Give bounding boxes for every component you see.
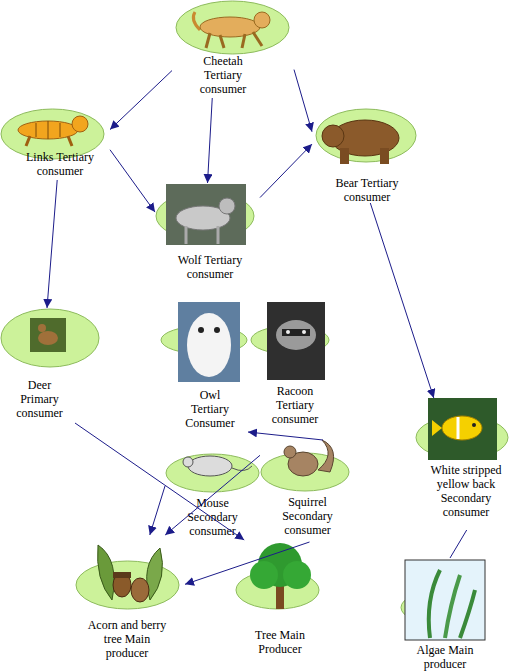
- node-label: Squirrel Secondary consumer: [275, 495, 340, 537]
- food-web-node: Wolf Tertiary consumer: [155, 183, 260, 280]
- node-ellipse: [0, 308, 100, 368]
- food-chain-arrow: [75, 423, 244, 540]
- node-label: Cheetah Tertiary consumer: [192, 54, 254, 96]
- ellipse-outline: [161, 326, 247, 354]
- node-label: Acorn and berry tree Main producer: [83, 618, 171, 660]
- food-web-node: Bear Tertiary consumer: [312, 108, 422, 203]
- node-ellipse: [235, 570, 320, 610]
- algae-picture: [405, 560, 485, 640]
- node-ellipse: [315, 108, 417, 163]
- food-chain-arrow: [110, 150, 155, 212]
- node-ellipse: [175, 0, 290, 55]
- node-ellipse: [160, 325, 248, 355]
- node-label: Tree Main Producer: [235, 628, 325, 656]
- squirrel-picture: [284, 440, 334, 476]
- node-label: White stripped yellow back Secondary con…: [420, 463, 509, 519]
- food-web-node: Tree Main Producer: [235, 540, 327, 665]
- ellipse-outline: [261, 453, 349, 491]
- food-web-node: Mouse Secondary consumer: [165, 448, 260, 543]
- ellipse-outline: [176, 1, 289, 54]
- food-chain-arrow: [185, 542, 310, 584]
- lynx-picture: [18, 116, 88, 146]
- food-web-node: Cheetah Tertiary consumer: [172, 0, 294, 98]
- node-ellipse: [415, 415, 509, 460]
- food-web-node: White stripped yellow back Secondary con…: [415, 398, 509, 530]
- ellipse-outline: [156, 192, 254, 240]
- node-ellipse: [75, 560, 180, 610]
- node-label: Links Tertiary consumer: [10, 150, 110, 178]
- food-web-node: Squirrel Secondary consumer: [260, 440, 350, 542]
- bear-picture: [322, 120, 399, 164]
- node-label: Algae Main producer: [400, 643, 490, 671]
- ellipse-outline: [1, 309, 99, 367]
- acorn-picture: [98, 545, 163, 602]
- food-web-node: Acorn and berry tree Main producer: [75, 535, 185, 672]
- tree-picture: [250, 543, 311, 609]
- food-chain-arrow: [47, 180, 57, 308]
- node-ellipse: [165, 453, 260, 493]
- food-web-node: Owl Tertiary Consumer: [160, 300, 248, 432]
- fish-picture: [428, 398, 497, 460]
- food-chain-arrow: [370, 203, 434, 398]
- ellipse-outline: [401, 591, 479, 624]
- ellipse-outline: [251, 326, 329, 354]
- food-web-node: Racoon Tertiary consumer: [250, 300, 332, 432]
- food-chain-arrow: [165, 455, 260, 535]
- food-chain-arrow: [260, 144, 312, 197]
- node-label: Wolf Tertiary consumer: [160, 253, 260, 281]
- food-chain-arrow: [150, 486, 165, 535]
- node-label: Bear Tertiary consumer: [317, 176, 417, 204]
- food-web-node: Algae Main producer: [400, 558, 500, 672]
- mouse-picture: [183, 456, 252, 476]
- food-web-node: Links Tertiary consumer: [0, 108, 110, 180]
- ellipse-outline: [76, 561, 179, 609]
- food-chain-arrow: [450, 530, 467, 558]
- wolf-picture: [166, 184, 246, 245]
- food-chain-arrow: [208, 98, 213, 183]
- food-chain-arrow: [248, 432, 323, 440]
- deer-picture: [30, 318, 66, 352]
- node-label: Deer Primary consumer: [12, 378, 67, 420]
- node-label: Racoon Tertiary consumer: [265, 384, 325, 426]
- food-chain-arrow: [294, 70, 312, 132]
- ellipse-outline: [316, 109, 416, 162]
- node-ellipse: [155, 191, 255, 241]
- food-chain-arrow: [110, 71, 172, 130]
- node-ellipse: [260, 452, 350, 492]
- node-ellipse: [400, 590, 480, 625]
- ellipse-outline: [416, 416, 508, 459]
- node-label: Mouse Secondary consumer: [180, 496, 245, 538]
- node-label: Owl Tertiary Consumer: [180, 388, 240, 430]
- food-web-node: Deer Primary consumer: [0, 308, 100, 423]
- owl-picture: [178, 302, 240, 382]
- node-ellipse: [250, 325, 330, 355]
- ellipse-outline: [166, 454, 259, 492]
- ellipse-outline: [236, 571, 319, 609]
- cheetah-picture: [193, 12, 270, 48]
- racoon-picture: [267, 302, 325, 380]
